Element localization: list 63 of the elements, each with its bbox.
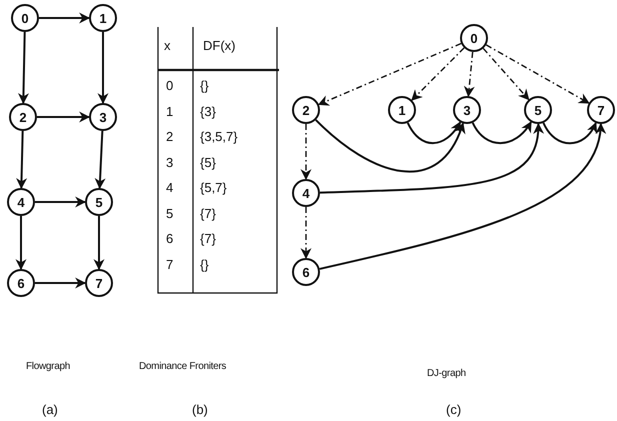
node-circle: 2 (9, 103, 37, 131)
table-cell: 5 (166, 206, 174, 220)
table-cell: 4 (166, 180, 174, 195)
arrow (37, 112, 90, 122)
table-cell: {} (200, 256, 209, 272)
node-circle: 7 (85, 269, 113, 297)
panel-label: (b) (192, 402, 208, 417)
table-header: x (164, 38, 170, 53)
table-cell: 7 (166, 256, 174, 272)
node-circle: 1 (388, 96, 416, 124)
arrow (39, 12, 90, 24)
arrow (16, 216, 26, 270)
table-cell: 0 (166, 78, 174, 93)
table-cell: 2 (166, 129, 174, 144)
arrow (320, 122, 544, 194)
node-circle: 5 (524, 96, 552, 124)
arrow (315, 119, 464, 172)
node-circle: 0 (11, 4, 39, 32)
table-cell: {3} (200, 104, 216, 118)
dash-dot-arrow (300, 124, 312, 180)
node-circle: 3 (453, 96, 481, 124)
node-circle: 6 (7, 269, 35, 297)
caption: Flowgraph (26, 361, 70, 372)
node-circle: 4 (7, 188, 35, 216)
node-circle: 0 (460, 24, 488, 52)
node-circle: 7 (587, 96, 615, 124)
arrow (35, 278, 86, 288)
table-cell: {5} (200, 154, 216, 170)
node-circle: 1 (89, 4, 117, 32)
arrow (406, 121, 462, 144)
arrow (94, 130, 106, 190)
arrow (472, 121, 532, 144)
node-circle: 2 (292, 96, 320, 124)
dash-dot-arrow (486, 44, 590, 104)
dash-dot-arrow (464, 52, 475, 98)
dash-dot-arrow (318, 42, 462, 106)
arrow (319, 122, 605, 270)
arrow (16, 130, 28, 190)
table-cell: {3,5,7} (200, 129, 238, 144)
node-circle: 4 (292, 179, 320, 207)
caption: Dominance Froniters (139, 361, 226, 372)
table-header: DF(x) (203, 38, 236, 53)
arrow (35, 196, 86, 208)
dash-dot-arrow (482, 48, 530, 100)
table-cell: 6 (166, 231, 174, 246)
dash-dot-arrow (411, 47, 465, 101)
node-circle: 5 (85, 188, 113, 216)
panel-label: (a) (42, 402, 58, 417)
table-cell: 1 (166, 104, 174, 118)
arrow (542, 122, 597, 144)
node-circle: 6 (292, 258, 320, 286)
node-circle: 3 (89, 103, 117, 131)
arrow (18, 32, 29, 104)
table-cell: {7} (200, 206, 216, 220)
arrow (94, 216, 104, 270)
dash-dot-arrow (300, 207, 312, 260)
caption: DJ-graph (427, 368, 466, 379)
table-cell: {7} (200, 231, 216, 246)
table-cell: {5,7} (200, 180, 227, 195)
table-cell: {} (200, 78, 209, 93)
table-cell: 3 (166, 154, 174, 170)
panel-label: (c) (446, 402, 462, 417)
arrow (98, 32, 108, 104)
